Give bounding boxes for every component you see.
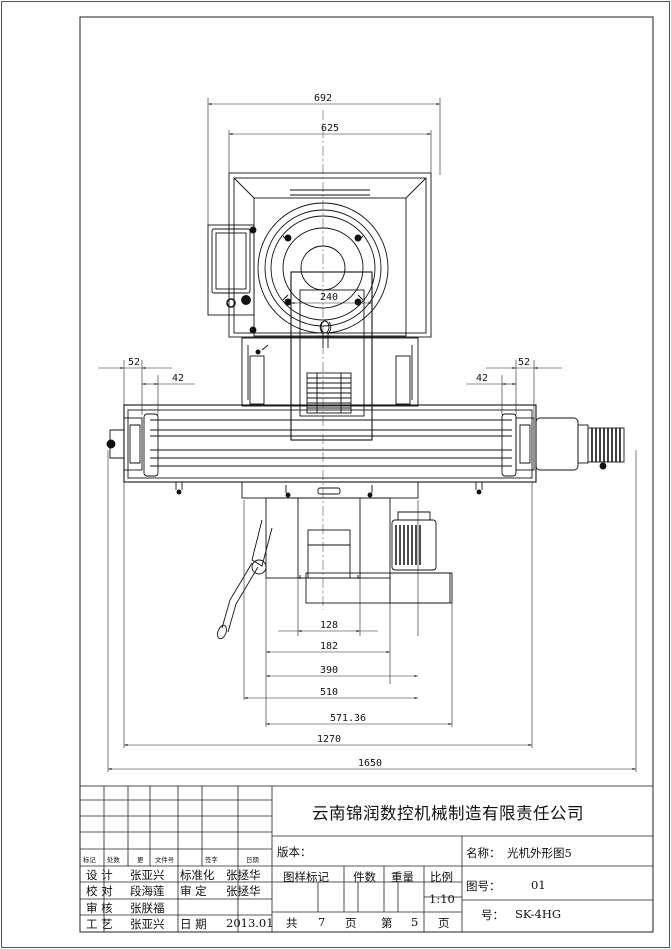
title-block-grid bbox=[79, 785, 654, 933]
dimension-lines bbox=[98, 98, 637, 772]
role-standard: 标准化 bbox=[180, 868, 215, 882]
rev-col-sign: 签字 bbox=[205, 856, 218, 864]
rev-col-change: 更 bbox=[137, 856, 144, 864]
dim-240: 240 bbox=[320, 292, 338, 303]
dim-625: 625 bbox=[321, 123, 339, 134]
role-process: 工 艺 bbox=[86, 917, 113, 931]
drawing-frame bbox=[79, 16, 654, 933]
sheet-number: 5 bbox=[411, 915, 419, 929]
role-approve: 审 定 bbox=[180, 884, 207, 898]
dim-128: 128 bbox=[320, 620, 338, 631]
dim-1650: 1650 bbox=[358, 758, 382, 769]
dim-left-52: 52 bbox=[128, 357, 140, 368]
name-value: 光机外形图5 bbox=[507, 846, 572, 860]
total-page-unit: 页 bbox=[345, 916, 357, 930]
role-check: 校 对 bbox=[86, 884, 113, 898]
model-value: SK-4HG bbox=[515, 907, 562, 921]
model-label: 号： bbox=[481, 908, 504, 922]
person-approve: 张拯华 bbox=[226, 884, 261, 898]
company-name: 云南锦润数控机械制造有限责任公司 bbox=[312, 804, 584, 823]
dimension-labels: 692 625 240 52 42 52 42 128 182 390 510 … bbox=[128, 93, 530, 769]
dim-left-42: 42 bbox=[172, 373, 184, 384]
dim-1270: 1270 bbox=[317, 734, 341, 745]
dim-692: 692 bbox=[314, 93, 332, 104]
dim-182: 182 bbox=[320, 641, 338, 652]
figure-number-value: 01 bbox=[531, 878, 546, 892]
rev-col-date: 日期 bbox=[246, 856, 259, 864]
machine-outline bbox=[106, 172, 625, 640]
total-pages: 7 bbox=[318, 915, 326, 929]
person-process: 张亚兴 bbox=[130, 917, 165, 931]
version-label: 版本： bbox=[277, 845, 312, 859]
person-design: 张亚兴 bbox=[130, 868, 165, 882]
sheet-page-unit: 页 bbox=[438, 916, 450, 930]
date-value: 2013.01 bbox=[226, 916, 274, 930]
weight-label: 重量 bbox=[391, 870, 414, 884]
scale-label: 比例 bbox=[430, 870, 453, 884]
rev-col-fileno: 文件号 bbox=[155, 856, 175, 864]
figure-number-label: 图号： bbox=[466, 879, 501, 893]
name-label: 名称： bbox=[466, 846, 501, 860]
role-design: 设 计 bbox=[86, 868, 113, 882]
rev-col-count: 处数 bbox=[107, 856, 120, 864]
quantity-label: 件数 bbox=[353, 870, 376, 884]
rev-col-mark: 标记 bbox=[83, 856, 96, 864]
dim-390: 390 bbox=[320, 665, 338, 676]
sheet-label: 第 bbox=[381, 916, 393, 930]
scale-value: 1:10 bbox=[429, 892, 455, 906]
dim-right-52: 52 bbox=[518, 357, 530, 368]
role-review: 审 核 bbox=[86, 901, 113, 915]
dim-right-42: 42 bbox=[476, 373, 488, 384]
person-check: 段海莲 bbox=[130, 884, 165, 898]
person-standard: 张拯华 bbox=[226, 868, 261, 882]
person-review: 张朕福 bbox=[130, 901, 165, 915]
drawing-mark-label: 图样标记 bbox=[283, 870, 329, 884]
role-date: 日 期 bbox=[180, 917, 207, 931]
dim-510: 510 bbox=[320, 687, 338, 698]
dim-571-36: 571.36 bbox=[330, 713, 366, 724]
total-label: 共 bbox=[286, 916, 298, 930]
